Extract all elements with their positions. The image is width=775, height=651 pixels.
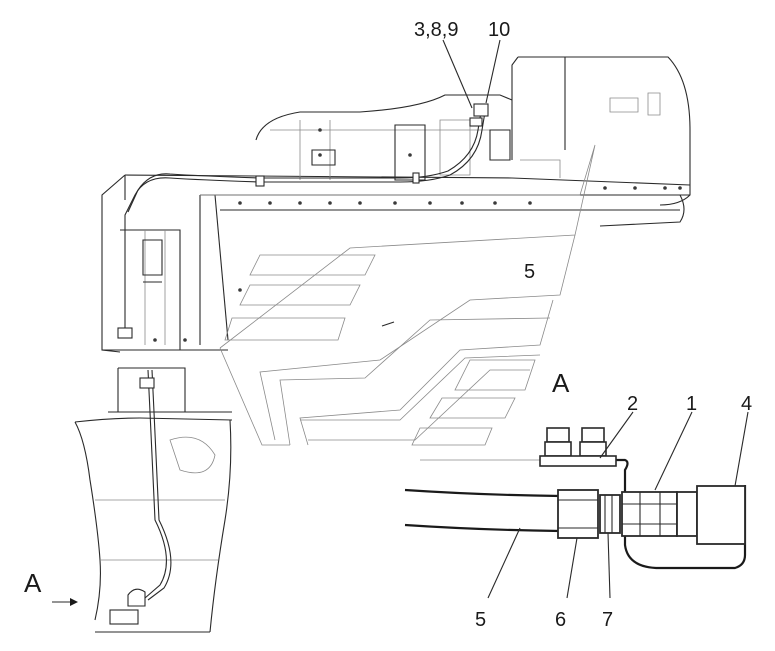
callout-5-hood: 5 bbox=[524, 261, 535, 283]
hydraulic-hose-lower bbox=[127, 369, 172, 607]
callout-2: 2 bbox=[627, 393, 638, 415]
rivet-dots bbox=[153, 128, 682, 342]
callout-10: 10 bbox=[488, 19, 510, 41]
view-arrow bbox=[52, 598, 78, 606]
callout-1: 1 bbox=[686, 393, 697, 415]
top-callout-leaders bbox=[442, 39, 501, 109]
callout-7: 7 bbox=[602, 609, 613, 631]
detail-view-a bbox=[404, 411, 749, 599]
hydraulic-hose-upper bbox=[117, 103, 489, 339]
lower-frame bbox=[74, 367, 233, 633]
hood-panel bbox=[200, 144, 596, 446]
callout-4: 4 bbox=[741, 393, 752, 415]
callout-6: 6 bbox=[555, 609, 566, 631]
view-direction-label: A bbox=[24, 568, 42, 598]
callout-3-8-9: 3,8,9 bbox=[414, 19, 458, 41]
detail-view-label: A bbox=[552, 368, 570, 398]
machine-body-outline bbox=[101, 56, 691, 353]
callout-5-hose: 5 bbox=[475, 609, 486, 631]
